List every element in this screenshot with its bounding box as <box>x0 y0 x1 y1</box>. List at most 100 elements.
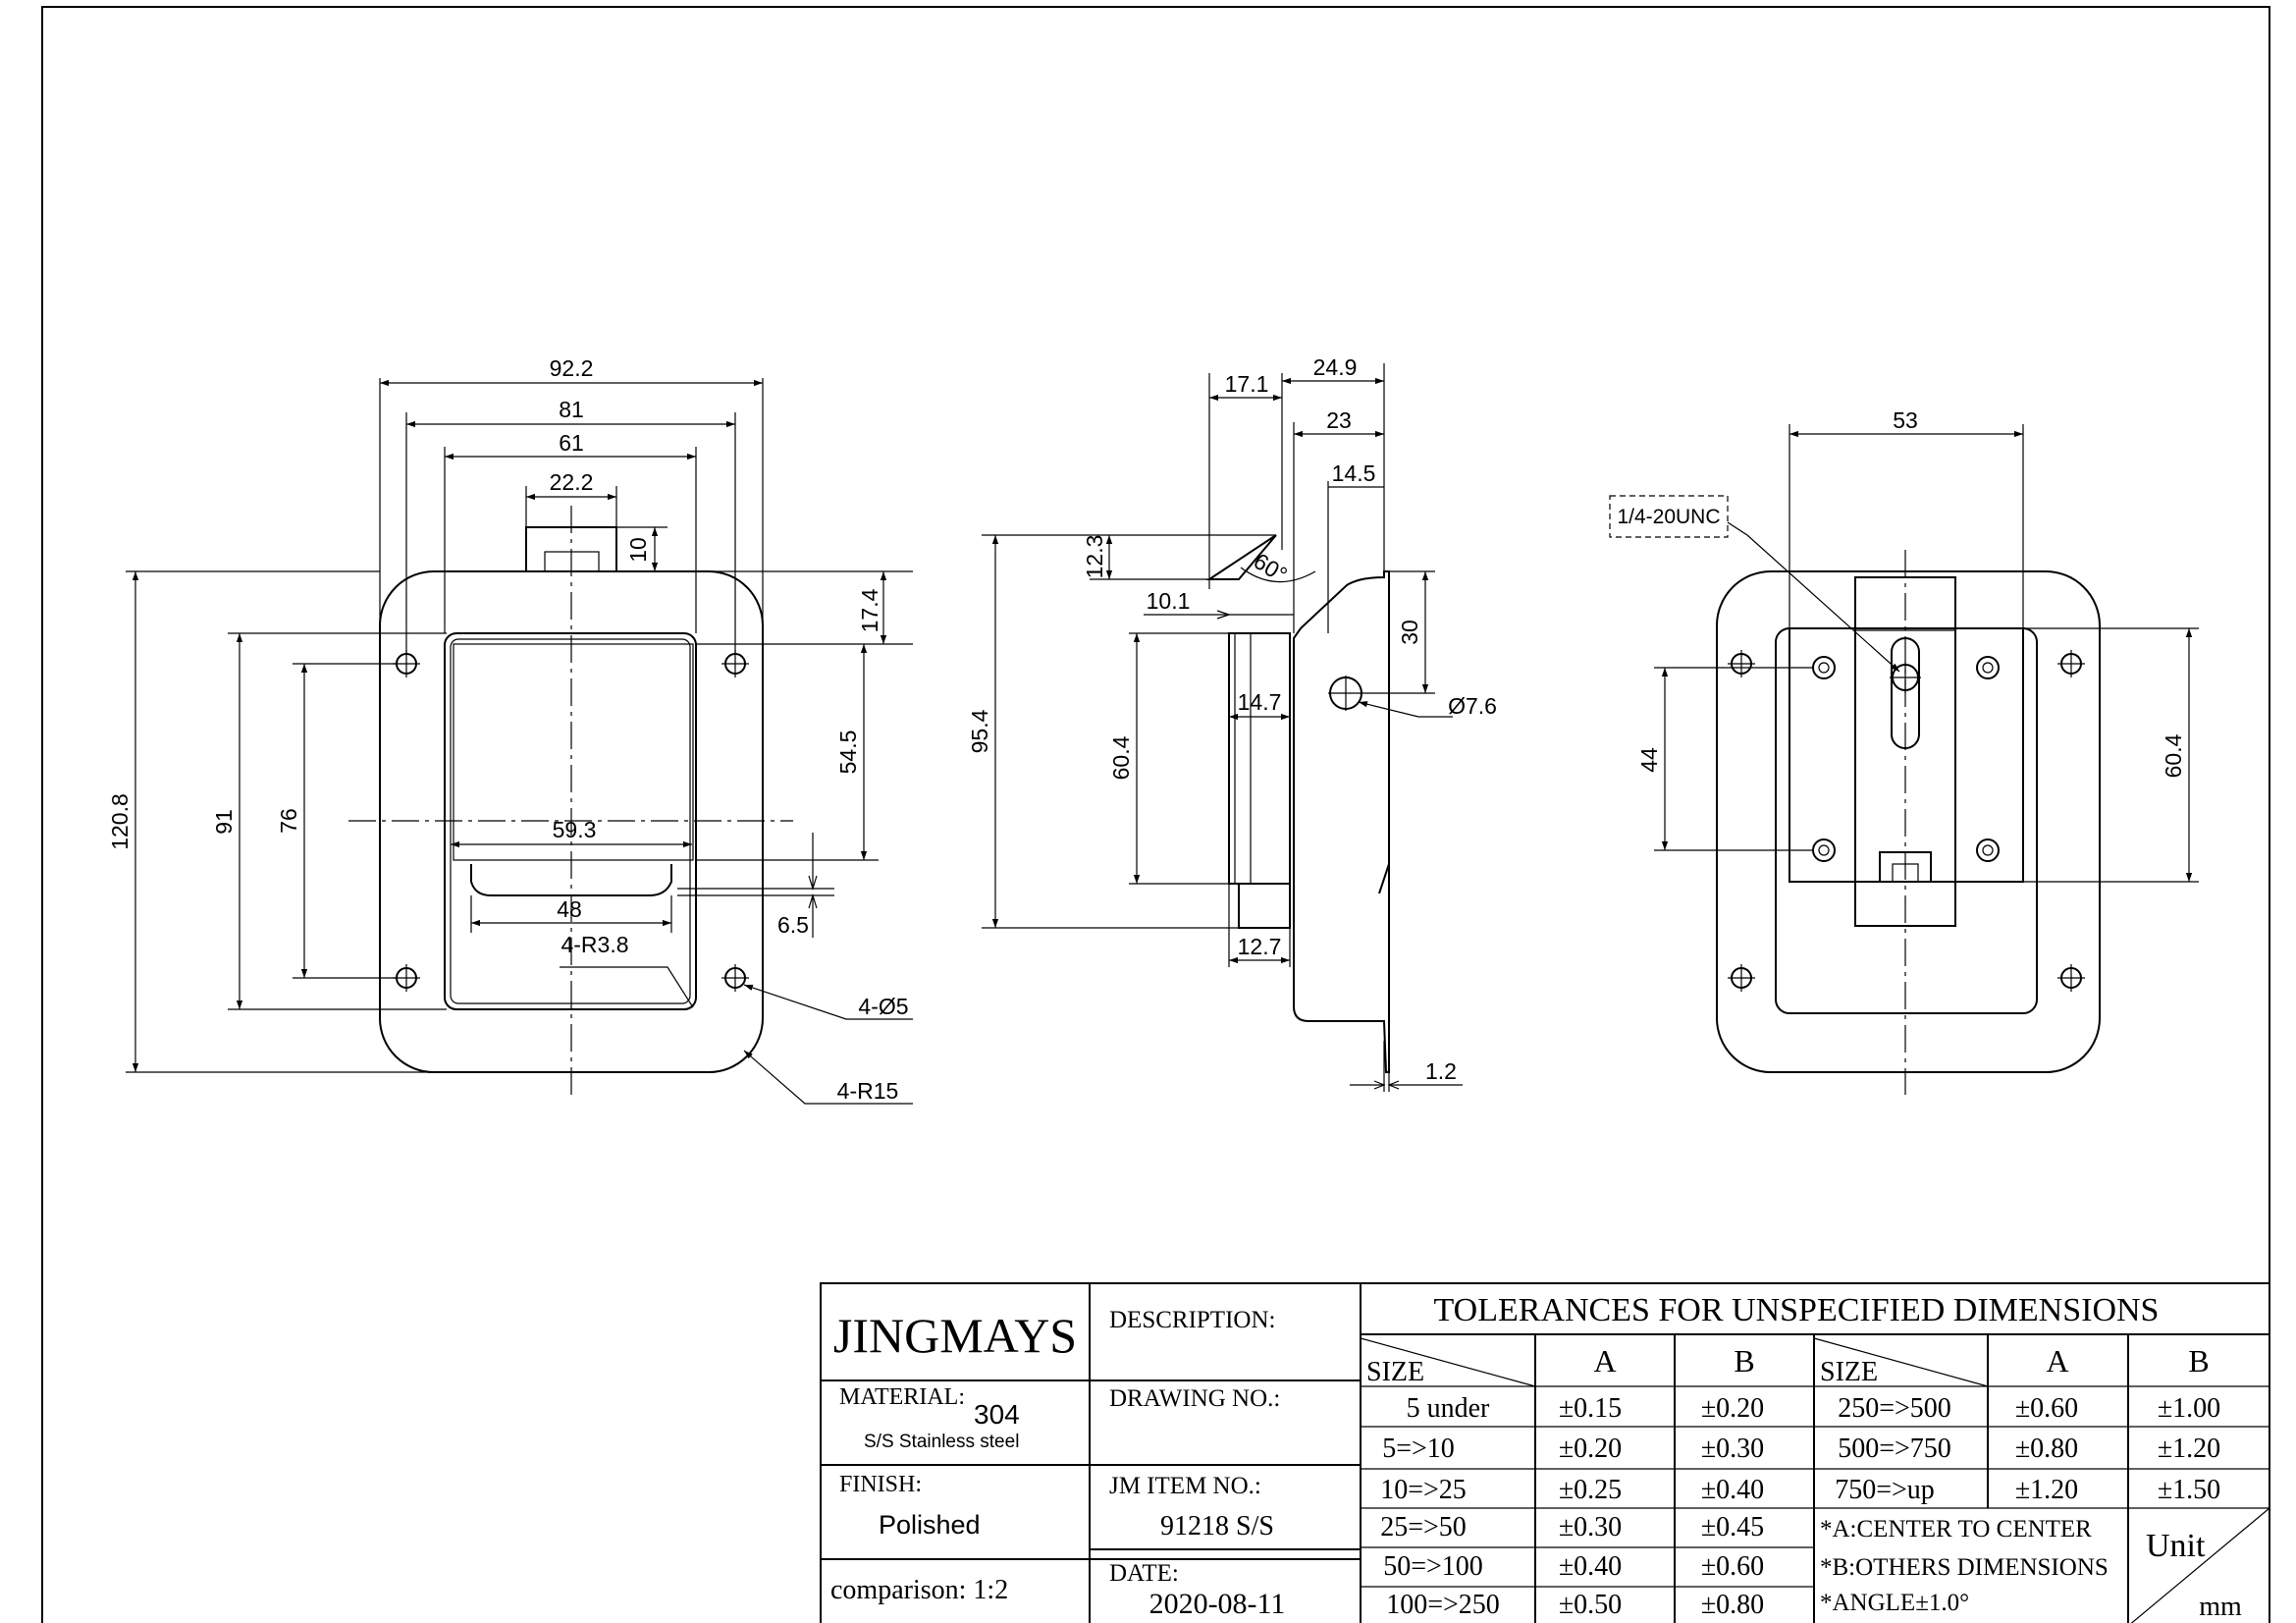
side-dim-lip: 12.3 <box>1082 535 1107 579</box>
side-dim-depth-d: 14.5 <box>1332 460 1376 486</box>
tol-b: ±0.80 <box>1701 1590 1764 1620</box>
tol-b: ±0.20 <box>1701 1393 1764 1424</box>
finish-label: FINISH: <box>839 1472 922 1497</box>
title-block-frame <box>820 1282 2270 1623</box>
tol-a: ±0.25 <box>1559 1475 1622 1505</box>
tol-a: ±0.50 <box>1559 1590 1622 1620</box>
side-body <box>1228 632 1291 885</box>
finish-value: Polished <box>879 1510 981 1540</box>
size-header-right: SIZE <box>1820 1357 1878 1387</box>
back-view: 1/4-20UNC 53 44 60.4 <box>1609 407 2199 1095</box>
front-dim-overall-height: 120.8 <box>107 793 133 850</box>
front-dim-paddle-width: 59.3 <box>553 817 597 842</box>
front-dim-paddle-inner: 48 <box>557 896 582 922</box>
tolerance-title: TOLERANCES FOR UNSPECIFIED DIMENSIONS <box>1434 1292 2160 1328</box>
tolerance-rows-left: 5 under ±0.15 ±0.20 5=>10 ±0.20 ±0.30 10… <box>1380 1393 1764 1620</box>
drawing-border <box>41 6 2270 1623</box>
side-flange-profile <box>1293 570 1390 1073</box>
tol-b: ±1.20 <box>2158 1434 2220 1464</box>
front-paddle <box>453 643 694 861</box>
tol-size: 50=>100 <box>1383 1551 1483 1582</box>
back-mount-holes <box>1728 650 2085 992</box>
title-block: JINGMAYS MATERIAL: 304 S/S Stainless ste… <box>820 1282 2270 1623</box>
col-a-header-left: A <box>1593 1343 1616 1379</box>
front-dim-hole-span: 81 <box>559 397 584 422</box>
front-dim-inner-radius: 4-R3.8 <box>561 932 628 957</box>
side-dim-body-height: 60.4 <box>1108 735 1134 780</box>
tol-a: ±0.30 <box>1559 1512 1622 1542</box>
front-dim-recess-width: 61 <box>559 430 584 456</box>
front-view: 92.2 81 61 22.2 10 17.4 54.5 120.8 91 76… <box>107 355 913 1105</box>
unit-label: Unit <box>2146 1528 2206 1564</box>
col-b-header-right: B <box>2188 1343 2209 1379</box>
tol-b: ±1.50 <box>2158 1475 2220 1505</box>
tol-b: ±0.60 <box>1701 1551 1764 1582</box>
side-dim-hole-dia: Ø7.6 <box>1448 693 1497 719</box>
tol-b: ±0.40 <box>1701 1475 1764 1505</box>
date-label: DATE: <box>1109 1560 1179 1587</box>
side-dim-overall-height: 95.4 <box>967 709 992 753</box>
material-label: MATERIAL: <box>839 1384 965 1410</box>
tol-size: 500=>750 <box>1838 1434 1951 1464</box>
back-housing <box>1789 627 2024 883</box>
tol-a: ±0.40 <box>1559 1551 1622 1582</box>
tol-size: 750=>up <box>1835 1475 1935 1505</box>
description-label: DESCRIPTION: <box>1109 1307 1275 1333</box>
side-dim-offset: 10.1 <box>1147 588 1191 614</box>
front-dim-inner-height: 91 <box>211 809 237 835</box>
front-paddle-lip <box>470 864 672 896</box>
side-dim-depth-b: 24.9 <box>1313 354 1358 380</box>
item-no-label: JM ITEM NO.: <box>1109 1473 1261 1499</box>
side-dim-hole-offset: 30 <box>1397 620 1422 645</box>
front-dim-tab-height: 10 <box>625 537 651 563</box>
tol-size: 5=>10 <box>1382 1434 1455 1464</box>
back-dim-stud-span: 53 <box>1893 407 1918 433</box>
front-dim-overall-width: 92.2 <box>550 355 594 381</box>
size-header-left: SIZE <box>1366 1357 1424 1387</box>
side-dim-thickness: 1.2 <box>1425 1058 1457 1084</box>
tol-a: ±0.60 <box>2015 1393 2078 1424</box>
date-value: 2020-08-11 <box>1149 1588 1286 1620</box>
tolerance-rows-right: 250=>500 ±0.60 ±1.00 500=>750 ±0.80 ±1.2… <box>1835 1393 2220 1505</box>
side-dim-depth-c: 23 <box>1326 407 1352 433</box>
front-dim-hole-dia: 4-Ø5 <box>858 994 908 1019</box>
front-dim-tab-width: 22.2 <box>550 469 594 495</box>
tol-size: 25=>50 <box>1380 1512 1467 1542</box>
tol-a: ±0.15 <box>1559 1393 1622 1424</box>
front-dim-paddle-gap: 6.5 <box>777 912 809 938</box>
side-dim-body-depth: 14.7 <box>1238 689 1282 715</box>
material-value: 304 <box>974 1399 1020 1430</box>
back-dim-thread: 1/4-20UNC <box>1617 506 1720 528</box>
note-center-to-center: *A:CENTER TO CENTER <box>1820 1516 2092 1542</box>
note-others-dimensions: *B:OTHERS DIMENSIONS <box>1820 1554 2109 1581</box>
back-dim-body-height: 60.4 <box>2161 733 2186 778</box>
tol-size: 100=>250 <box>1386 1590 1500 1620</box>
note-angle: *ANGLE±1.0° <box>1820 1590 1969 1616</box>
side-view: 17.1 24.9 23 14.5 60° 12.3 10.1 30 Ø7.6 … <box>967 354 1497 1092</box>
tol-b: ±0.45 <box>1701 1512 1764 1542</box>
back-dim-stud-pitch: 44 <box>1636 747 1662 773</box>
tol-b: ±1.00 <box>2158 1393 2220 1424</box>
tol-a: ±0.20 <box>1559 1434 1622 1464</box>
item-no-value: 91218 S/S <box>1160 1511 1274 1542</box>
tol-size: 5 under <box>1407 1393 1490 1424</box>
tol-size: 10=>25 <box>1380 1475 1467 1505</box>
material-sub: S/S Stainless steel <box>864 1432 1019 1452</box>
col-b-header-left: B <box>1734 1343 1754 1379</box>
comparison-scale: comparison: 1:2 <box>830 1575 1008 1605</box>
tol-a: ±1.20 <box>2015 1475 2078 1505</box>
front-dim-tab-offset: 17.4 <box>857 588 882 632</box>
back-thread-callout-box <box>1609 495 1729 538</box>
side-body-lower <box>1238 883 1291 929</box>
front-dim-upper-height: 54.5 <box>835 730 861 775</box>
front-dim-corner-radius: 4-R15 <box>837 1078 899 1104</box>
back-body-outline <box>1775 627 2038 1014</box>
back-flange-outline <box>1716 570 2101 1073</box>
company-name: JINGMAYS <box>833 1308 1077 1363</box>
tol-b: ±0.30 <box>1701 1434 1764 1464</box>
front-dim-hole-pitch: 76 <box>276 808 301 834</box>
unit-value: mm <box>2199 1592 2242 1622</box>
drawing-no-label: DRAWING NO.: <box>1109 1385 1280 1412</box>
side-dim-bottom-depth: 12.7 <box>1238 934 1282 959</box>
